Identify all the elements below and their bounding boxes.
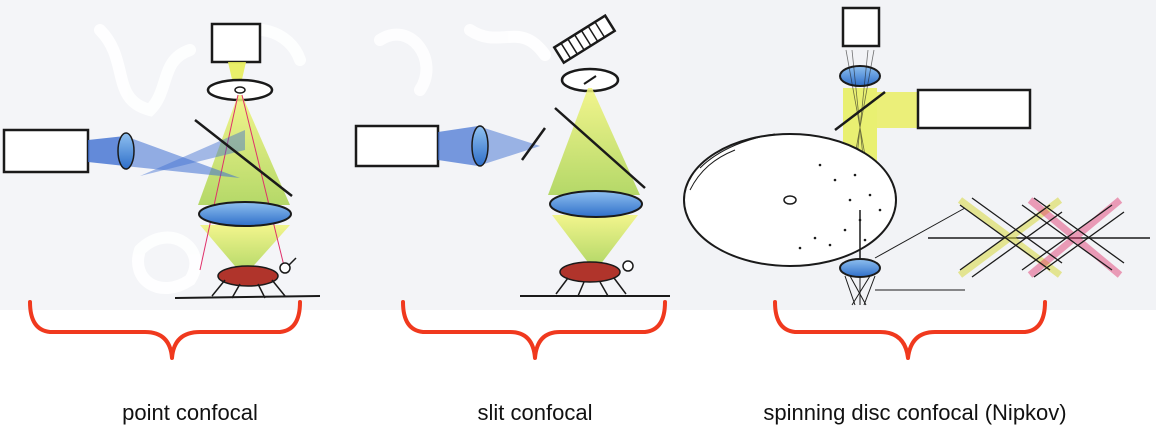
pinhole — [234, 86, 246, 94]
laser-beam — [438, 126, 478, 166]
collimator-lens — [471, 125, 489, 167]
specimen-insect — [559, 261, 621, 283]
zoom-line — [874, 207, 966, 259]
disc-pinholes — [798, 163, 882, 250]
line-detector — [552, 13, 617, 65]
disc-axle — [783, 195, 797, 205]
beam-lines — [845, 49, 875, 206]
laser-beam — [125, 136, 240, 178]
dichroic-mirror — [834, 91, 886, 131]
laser-beam — [478, 126, 540, 166]
laser-beam — [140, 130, 245, 176]
crossing-beams-outline — [959, 197, 1125, 278]
stage-line — [174, 295, 321, 299]
cylindrical-lens — [520, 127, 547, 161]
emission-cone-lower — [200, 225, 290, 272]
insect-head — [279, 262, 291, 274]
laser-source — [354, 124, 440, 168]
crossing-beams-red — [1027, 197, 1123, 278]
caption-point-confocal: point confocal — [122, 400, 258, 425]
tube-lens — [839, 65, 881, 87]
insect-legs — [211, 257, 297, 299]
slit — [583, 75, 597, 85]
collimator-lens — [117, 132, 135, 170]
caption-spinning-disc-confocal: spinning disc confocal (Nipkov) — [763, 400, 1067, 425]
camera-box — [841, 6, 881, 48]
laser-source — [2, 128, 90, 174]
rotation-marks — [689, 133, 776, 191]
emission-cone-lower — [552, 215, 638, 265]
bracket-point — [28, 300, 302, 360]
focal-rays — [844, 275, 876, 306]
objective-lens — [198, 201, 292, 227]
dichroic-mirror — [194, 119, 293, 197]
emission-ray — [199, 94, 239, 271]
laser-source — [916, 88, 1032, 130]
insect-head — [622, 260, 634, 272]
objective-lens — [549, 190, 643, 218]
detector-box — [210, 22, 262, 64]
spinning-disc-diagram — [683, 6, 1150, 306]
specimen-insect — [217, 265, 279, 287]
laser-beam — [88, 136, 125, 166]
slit-confocal-diagram — [354, 13, 670, 297]
insect-legs — [555, 277, 627, 297]
caption-slit-confocal: slit confocal — [477, 400, 593, 425]
bracket-slit — [401, 300, 667, 360]
bracket-disc — [773, 300, 1047, 360]
nipkow-disc — [683, 133, 897, 267]
dichroic-mirror — [554, 107, 646, 189]
brackets — [28, 300, 1047, 360]
crossing-beams-yellow — [957, 197, 1063, 278]
objective-lens — [839, 258, 881, 278]
emission-ray — [241, 94, 286, 271]
laser-beam — [877, 92, 919, 128]
point-confocal-diagram — [2, 22, 321, 299]
